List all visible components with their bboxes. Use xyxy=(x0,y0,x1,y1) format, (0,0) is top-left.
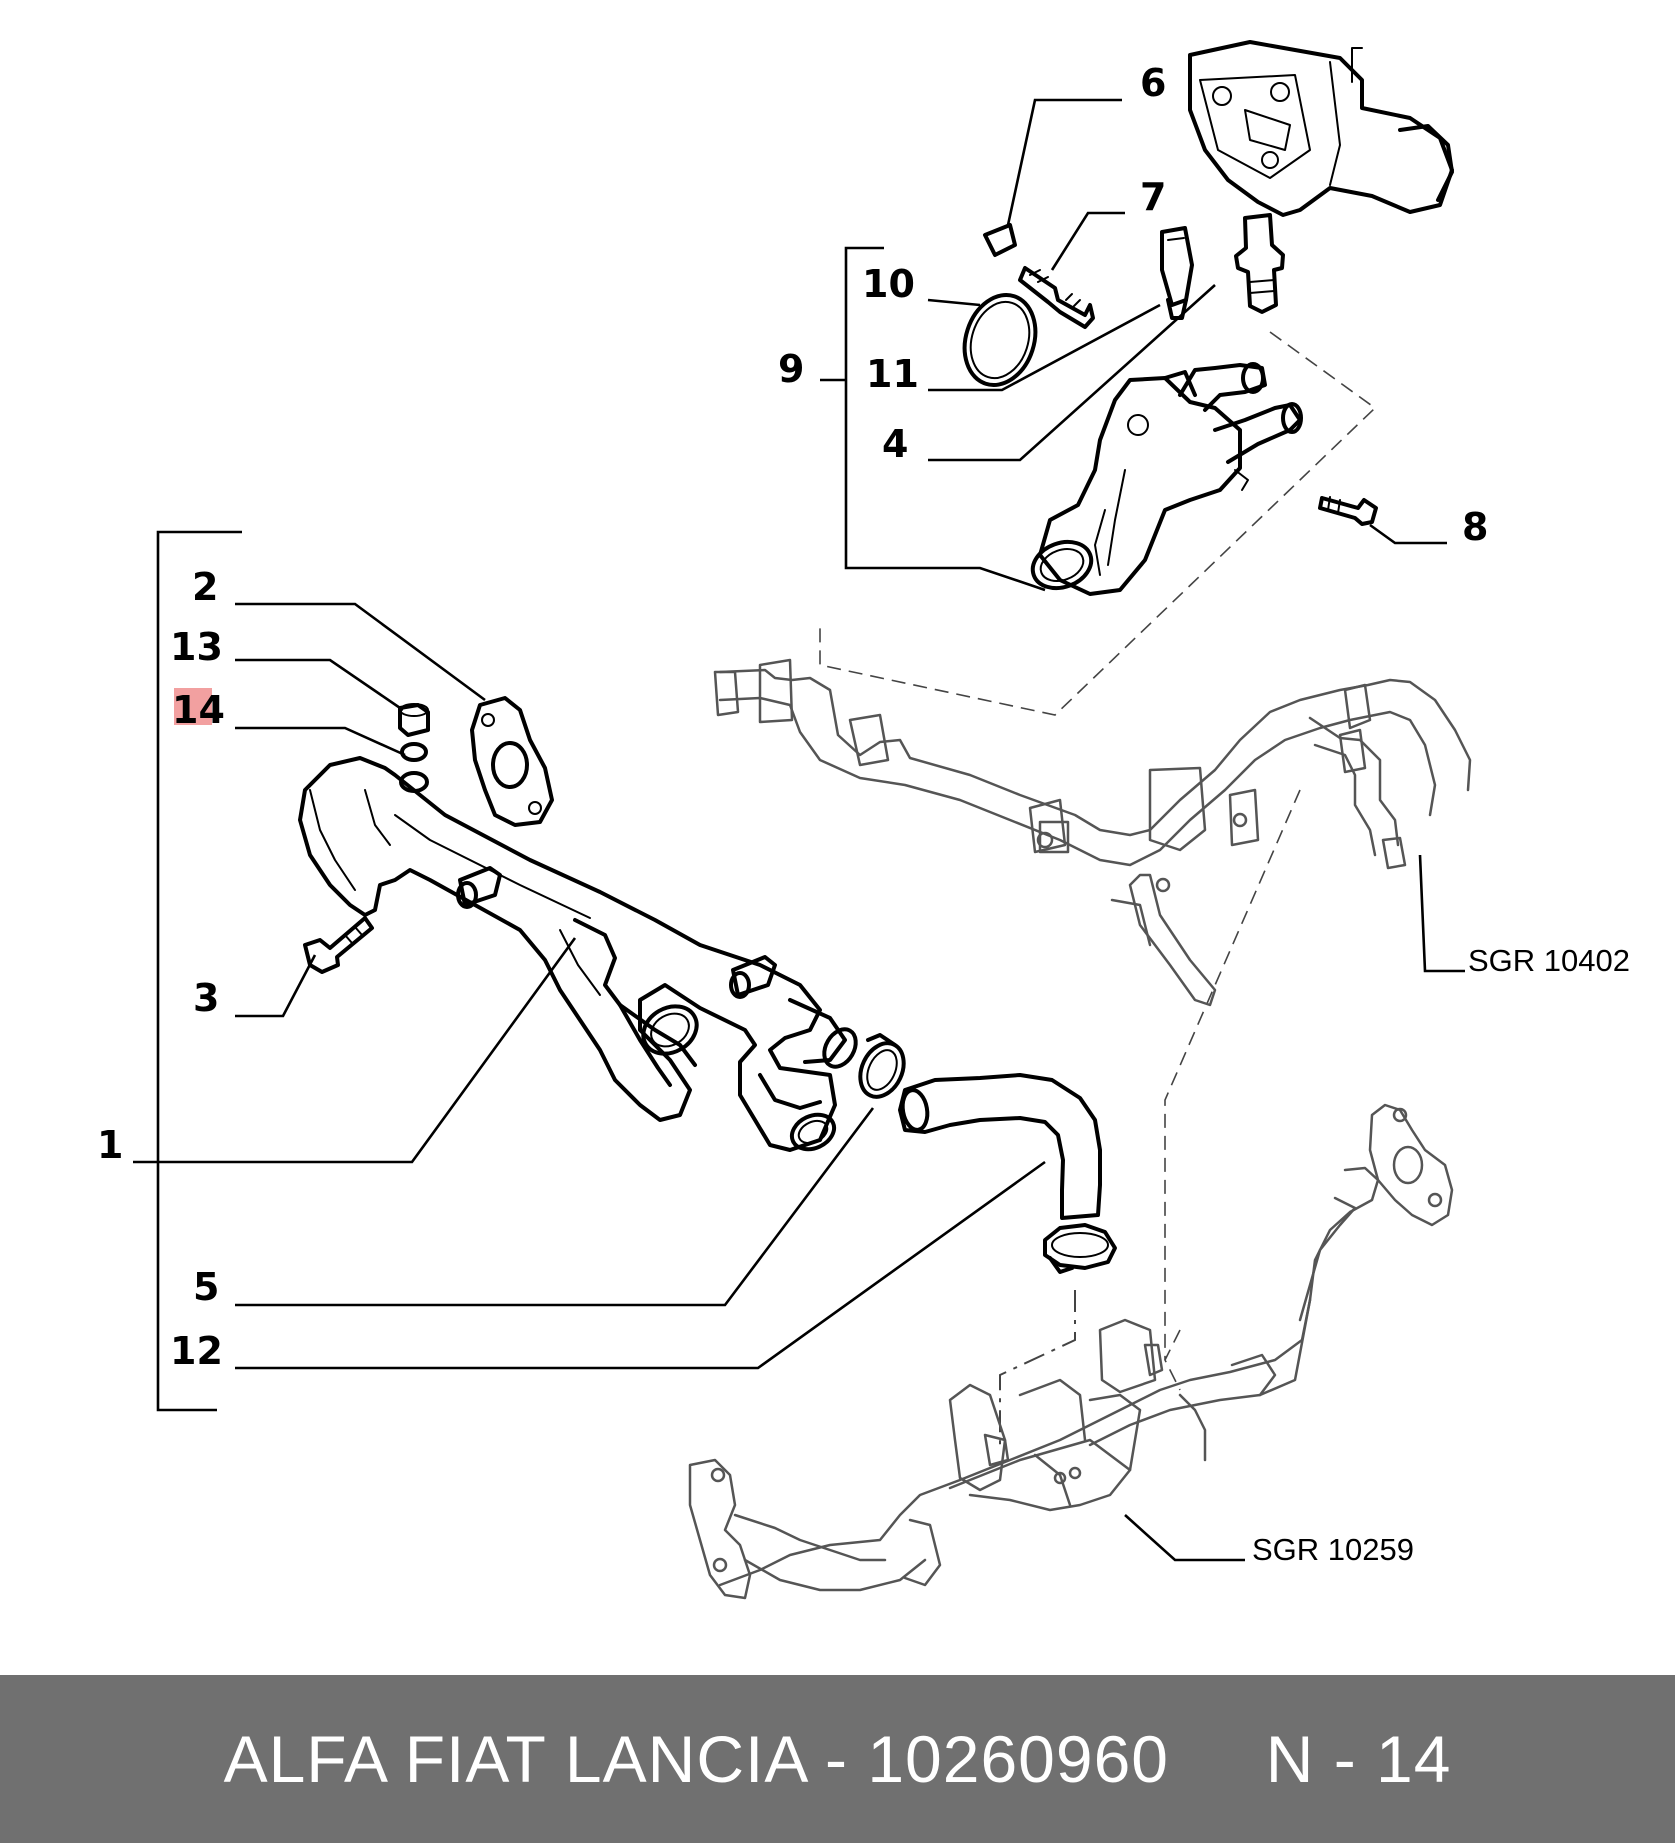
callout-8: 8 xyxy=(1462,505,1488,549)
callout-12: 12 xyxy=(170,1329,223,1373)
upper-reference-pipe-assembly xyxy=(713,658,1472,1007)
part-6-washer xyxy=(983,223,1017,257)
part-2-gasket xyxy=(470,696,554,827)
callout-labels: 6 7 10 9 11 4 8 2 13 14 3 1 5 12 xyxy=(97,61,1488,1373)
part-7-stud xyxy=(1018,266,1095,329)
reference-upper: SGR 10402 xyxy=(1468,943,1630,978)
callout-4: 4 xyxy=(882,422,908,466)
part-13-plug xyxy=(398,703,430,737)
part-3-bolt xyxy=(303,916,374,974)
callout-6: 6 xyxy=(1140,61,1166,105)
part-10-o-ring xyxy=(962,293,1038,387)
leader-lines xyxy=(133,98,1465,1562)
callout-14: 14 xyxy=(172,688,225,732)
group-brackets xyxy=(156,246,1046,1412)
reference-lower: SGR 10259 xyxy=(1252,1532,1414,1567)
exploded-parts-diagram: 6 7 10 9 11 4 8 2 13 14 3 1 5 12 SGR 104… xyxy=(97,40,1630,1600)
callout-2: 2 xyxy=(192,565,218,609)
part-5-hose-clamp xyxy=(858,1033,906,1099)
part-12-hose xyxy=(898,1073,1117,1274)
footer-part-title: ALFA FIAT LANCIA - 10260960 N - 14 xyxy=(223,1722,1452,1796)
part-11-sensor xyxy=(1160,226,1194,320)
highlight-part-14 xyxy=(174,688,212,725)
callout-1: 1 xyxy=(97,1123,123,1167)
part-4-hose-fitting xyxy=(1234,213,1285,314)
callout-3: 3 xyxy=(193,976,219,1020)
callout-10: 10 xyxy=(862,262,915,306)
callout-7: 7 xyxy=(1140,175,1166,219)
reference-labels: SGR 10402 SGR 10259 xyxy=(1252,943,1630,1567)
callout-11: 11 xyxy=(866,352,919,396)
lower-reference-egr-cooler xyxy=(688,1103,1454,1600)
assembly-guide-lines xyxy=(819,331,1377,1450)
callout-5: 5 xyxy=(193,1265,219,1309)
callout-13: 13 xyxy=(170,625,223,669)
part-14-seal-ring xyxy=(400,742,428,762)
part-8-bolt xyxy=(1318,496,1378,526)
callout-9: 9 xyxy=(778,347,804,391)
part-1-coolant-pipe xyxy=(298,756,858,1152)
part-9-thermostat-body xyxy=(1030,362,1303,596)
footer-bar: ALFA FIAT LANCIA - 10260960 N - 14 xyxy=(0,1675,1675,1843)
part-6-thermostat-cover xyxy=(1188,40,1454,217)
